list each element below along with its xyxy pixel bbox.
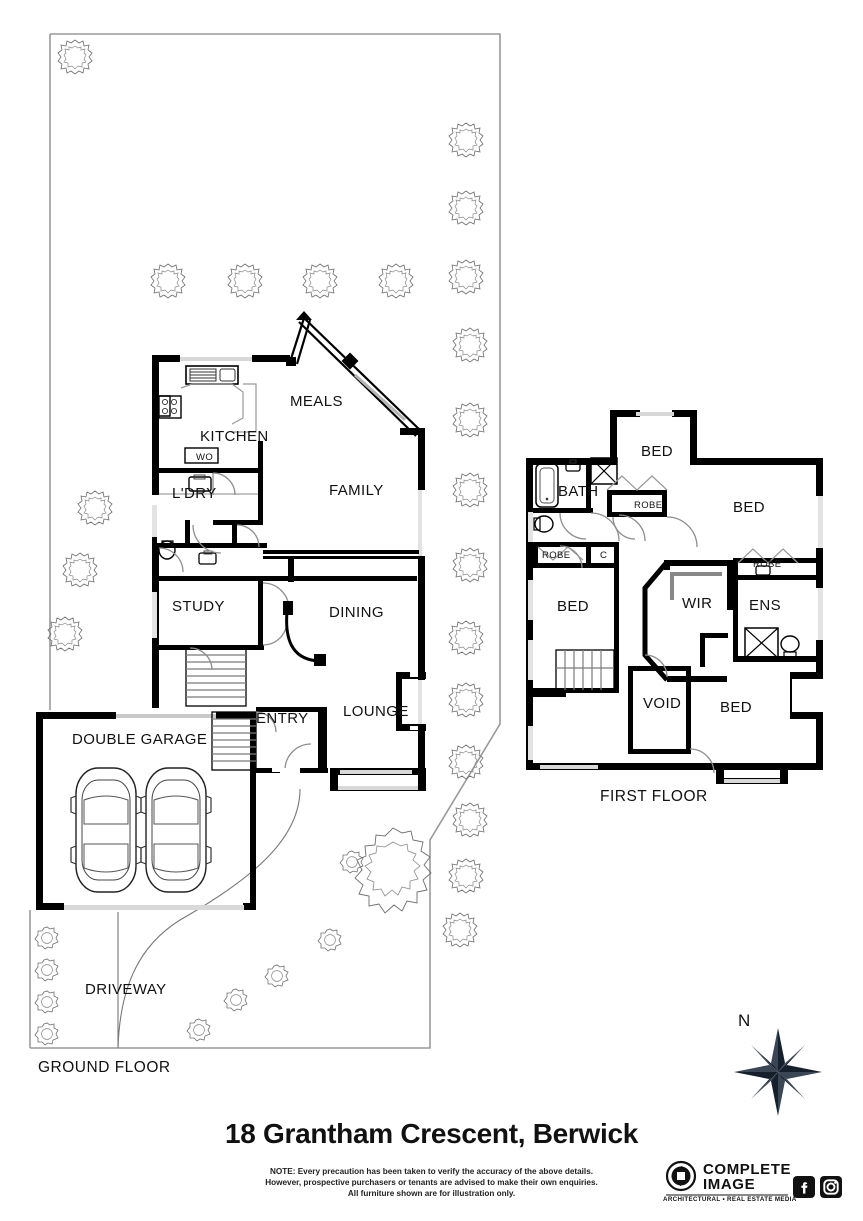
room-label-study: STUDY [172, 598, 225, 615]
room-label-bed-right: BED [733, 499, 765, 516]
ground-floor-label: GROUND FLOOR [38, 1059, 171, 1076]
room-label-entry: ENTRY [256, 710, 309, 727]
room-label-wall-oven: WO [196, 452, 213, 463]
room-label-wir: WIR [682, 595, 712, 612]
brand-logo-mark [665, 1160, 788, 1196]
brand-tagline: ARCHITECTURAL • REAL ESTATE MEDIA [663, 1196, 797, 1203]
site-boundary [29, 33, 501, 1049]
driveway-path [117, 788, 301, 1049]
ground-floor-plan [36, 311, 426, 910]
disclaimer-note: NOTE: Every precaution has been taken to… [0, 1166, 863, 1199]
room-label-lounge: LOUNGE [343, 703, 409, 720]
page-title: 18 Grantham Crescent, Berwick [224, 1118, 639, 1149]
disclaimer-line-3: All furniture shown are for illustration… [347, 1189, 516, 1198]
instagram-icon[interactable] [820, 1176, 842, 1198]
room-label-driveway: DRIVEWAY [85, 981, 167, 998]
room-label-void: VOID [643, 695, 681, 712]
facebook-icon[interactable] [793, 1176, 815, 1198]
brand-logo-text: COMPLETE IMAGE [703, 1162, 791, 1193]
room-label-meals: MEALS [290, 393, 343, 410]
room-label-bed-front: BED [641, 443, 673, 460]
room-label-family: FAMILY [329, 482, 384, 499]
room-label-dining: DINING [329, 604, 384, 621]
first-floor-label: FIRST FLOOR [600, 788, 708, 805]
room-label-kitchen: KITCHEN [200, 428, 269, 445]
first-floor-plan [526, 410, 823, 784]
disclaimer-line-2: However, prospective purchasers or tenan… [265, 1178, 598, 1187]
room-label-robe-2: ROBE [542, 550, 571, 561]
disclaimer-line-1: NOTE: Every precaution has been taken to… [269, 1167, 594, 1176]
room-label-double-garage: DOUBLE GARAGE [72, 731, 207, 748]
room-label-bed-master: BED [720, 699, 752, 716]
first-floor-labels: BED BATH ROBE BED ROBE C ROBE BED WIR EN… [542, 443, 782, 805]
brand-line-2: IMAGE [703, 1176, 756, 1193]
social-links[interactable] [793, 1176, 842, 1198]
room-label-bed-left: BED [557, 598, 589, 615]
brand-line-1: COMPLETE [703, 1161, 792, 1178]
room-label-cupboard: C [600, 550, 607, 561]
room-label-robe-1: ROBE [634, 500, 663, 511]
ground-floor-labels: MEALS KITCHEN WO L'DRY FAMILY STUDY DINI… [38, 393, 409, 1076]
compass-north-label: N [738, 1011, 751, 1030]
room-label-bath: BATH [558, 483, 599, 500]
room-label-ens: ENS [749, 597, 781, 614]
compass-rose-icon [734, 1028, 822, 1116]
room-label-laundry: L'DRY [172, 485, 217, 502]
room-label-robe-3: ROBE [753, 559, 782, 570]
